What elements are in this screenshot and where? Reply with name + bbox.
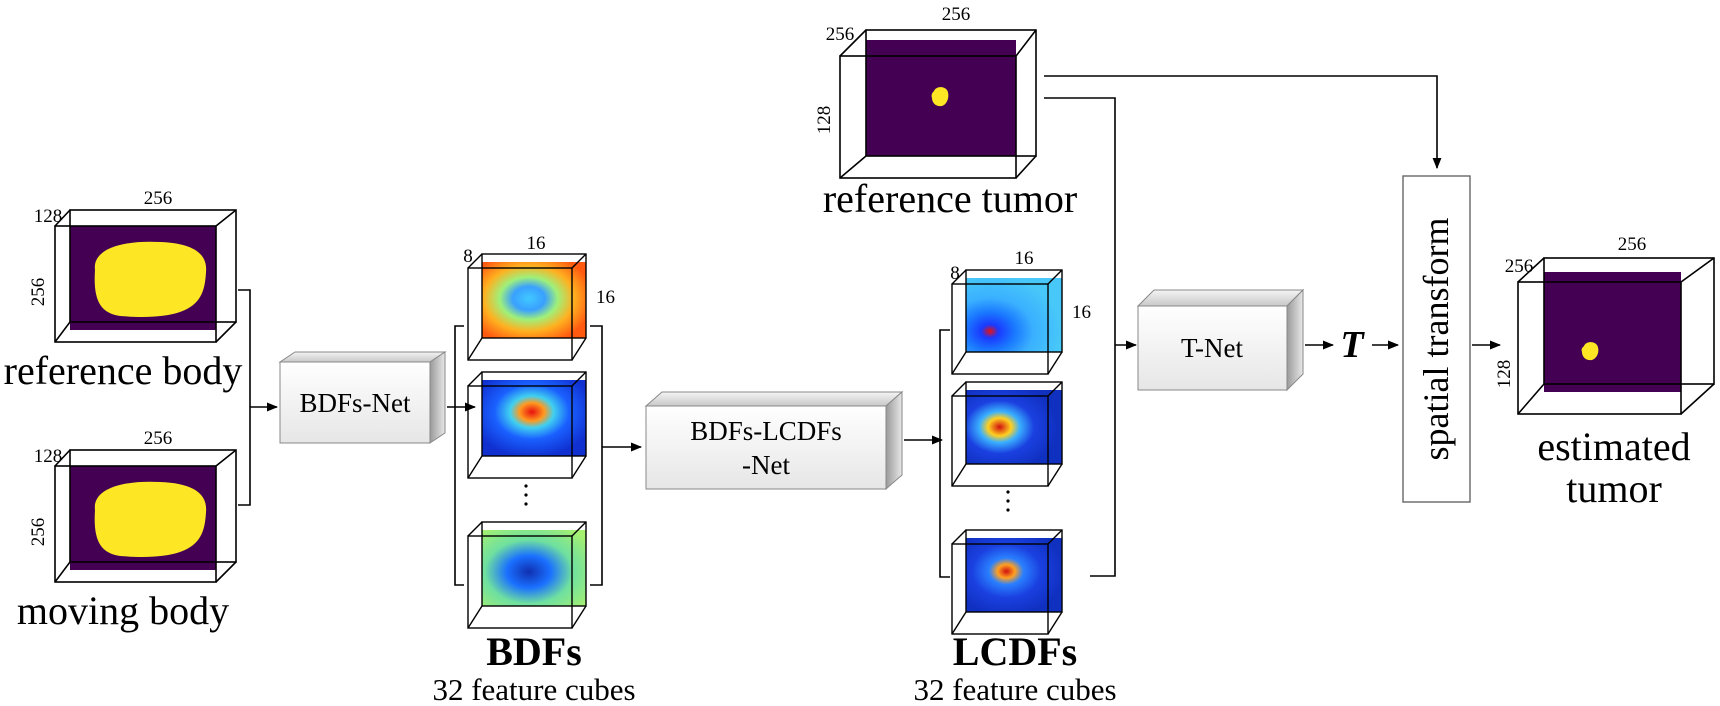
bdf-cube-3 xyxy=(467,521,587,629)
mov-body-dim-depth: 128 xyxy=(34,446,63,467)
ref-tumor-connectors xyxy=(1044,75,1442,345)
est-tumor-dim-side: 128 xyxy=(1494,360,1515,389)
bdfs-lcdfs-net-label-1: BDFs-LCDFs xyxy=(690,416,842,446)
ref-body-dim-depth: 128 xyxy=(34,206,63,227)
lcdf-cube-1 xyxy=(951,269,1063,375)
moving-body-volume: 256 128 256 moving body xyxy=(17,428,237,633)
reference-tumor-mask xyxy=(931,87,949,107)
lcdfs-feature-stack: 16 8 16 xyxy=(913,248,1116,706)
est-tumor-dim-top: 256 xyxy=(1618,234,1647,255)
ref-tumor-dim-side: 128 xyxy=(814,106,835,135)
lcdf-dim-side: 16 xyxy=(1072,302,1091,323)
estimated-tumor-label-2: tumor xyxy=(1566,466,1662,511)
reference-tumor-label: reference tumor xyxy=(823,176,1077,221)
estimated-tumor-mask xyxy=(1581,342,1599,361)
spatial-transform-block: spatial transform xyxy=(1402,175,1471,503)
ref-body-dim-top: 256 xyxy=(144,188,173,209)
bodies-bracket xyxy=(238,289,279,506)
lcdfs-label: LCDFs xyxy=(953,629,1077,674)
bdfs-lcdfs-net-label-2: -Net xyxy=(742,450,790,480)
bdf-dim-depth: 8 xyxy=(463,246,473,267)
reference-tumor-volume: 256 256 128 reference tumor xyxy=(814,4,1077,221)
lcdf-dim-top: 16 xyxy=(1015,248,1034,269)
estimated-tumor-volume: 256 256 128 estimated tumor xyxy=(1494,234,1715,511)
reference-body-label: reference body xyxy=(4,348,243,393)
reference-body-mask xyxy=(94,241,207,317)
transform-T: T xyxy=(1340,324,1365,366)
bdf-ellipsis xyxy=(524,484,528,506)
lcdf-dim-depth: 8 xyxy=(950,263,960,284)
t-net-label: T-Net xyxy=(1181,333,1243,363)
lcdfs-sublabel: 32 feature cubes xyxy=(913,672,1116,706)
lcdfs-to-tnet-connector xyxy=(1090,340,1138,577)
bdf-dim-top: 16 xyxy=(527,233,546,254)
lcdf-cube-2 xyxy=(951,381,1063,487)
moving-body-label: moving body xyxy=(17,588,229,633)
lcdf-cube-3 xyxy=(951,529,1063,635)
bdfs-lcdfs-net-block: BDFs-LCDFs -Net xyxy=(644,390,904,491)
bdfs-net-block: BDFs-Net xyxy=(278,351,447,444)
bdf-cube-2 xyxy=(467,371,587,479)
mov-body-dim-side: 256 xyxy=(28,518,49,547)
moving-body-mask xyxy=(94,481,207,557)
bdfs-feature-stack: 16 8 16 xyxy=(432,233,635,706)
bdf-cube-1 xyxy=(467,253,587,361)
est-tumor-dim-depth: 256 xyxy=(1505,256,1534,277)
lcdf-ellipsis xyxy=(1006,490,1010,512)
t-net-block: T-Net xyxy=(1136,288,1305,392)
bdf-dim-side: 16 xyxy=(596,287,615,308)
spatial-transform-label: spatial transform xyxy=(1416,218,1456,461)
reference-body-volume: 256 128 256 reference body xyxy=(4,188,243,393)
estimated-tumor-label-1: estimated xyxy=(1537,424,1690,469)
bdfs-net-label: BDFs-Net xyxy=(299,388,411,418)
bdfs-label: BDFs xyxy=(486,629,582,674)
mov-body-dim-top: 256 xyxy=(144,428,173,449)
ref-body-dim-side: 256 xyxy=(28,278,49,307)
bdfs-sublabel: 32 feature cubes xyxy=(432,672,635,706)
ref-tumor-dim-depth: 256 xyxy=(826,24,855,45)
ref-tumor-dim-top: 256 xyxy=(942,4,971,25)
